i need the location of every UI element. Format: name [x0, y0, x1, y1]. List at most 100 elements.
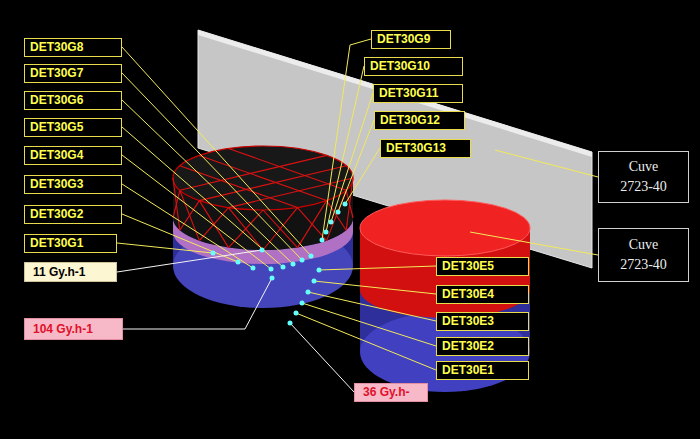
leader-line	[470, 232, 598, 255]
detector-label: DET30G13	[380, 139, 471, 158]
wire	[199, 201, 228, 248]
detector-point	[329, 220, 334, 225]
detector-label: DET30G11	[373, 84, 463, 103]
label-text: 104 Gy.h-1	[33, 322, 93, 337]
leader-line	[123, 278, 272, 329]
detector-label: DET30G6	[24, 91, 122, 110]
label-text: 36 Gy.h-	[363, 385, 409, 400]
detector-label: DET30G10	[364, 57, 463, 76]
detector-point	[306, 290, 311, 295]
label-text: DET30G9	[377, 32, 430, 47]
tank-top-face	[173, 146, 353, 210]
detector-label: DET30G3	[24, 175, 122, 194]
detector-point	[300, 258, 305, 263]
label-text: DET30E2	[442, 339, 494, 354]
leader-line	[495, 150, 598, 177]
detector-point	[236, 260, 241, 265]
leader-line	[319, 266, 436, 270]
detector-label: DET30G9	[371, 30, 451, 49]
detector-label: DET30E5	[436, 257, 529, 276]
detector-label: DET30E3	[436, 312, 529, 331]
tank-bottom-face	[360, 312, 530, 392]
tank-top-face	[360, 200, 530, 256]
leader-line	[117, 250, 262, 272]
label-text: DET30G2	[30, 207, 83, 222]
wire	[298, 201, 327, 248]
dose-rate-label: 36 Gy.h-	[354, 383, 428, 402]
tank-label: Cuve 2723-40	[598, 151, 689, 203]
label-text: DET30G4	[30, 148, 83, 163]
leader-lines	[117, 39, 598, 370]
leader-line	[122, 214, 238, 262]
leader-line	[308, 292, 436, 321]
leader-line	[296, 313, 436, 370]
leader-line	[290, 323, 354, 392]
label-text: DET30G6	[30, 93, 83, 108]
detector-point	[269, 267, 274, 272]
wire	[173, 178, 180, 230]
label-text: Cuve 2723-40	[599, 157, 688, 197]
detector-label: DET30G8	[24, 38, 122, 57]
detector-label: DET30E4	[436, 285, 529, 304]
detector-label: DET30G5	[24, 118, 122, 137]
leader-line	[326, 66, 364, 232]
detector-point	[291, 262, 296, 267]
wire	[199, 155, 326, 200]
leader-line	[302, 303, 436, 346]
leader-line	[331, 93, 373, 222]
detector-label: DET30E2	[436, 337, 529, 356]
detector-point	[281, 265, 286, 270]
label-text: 11 Gy.h-1	[33, 265, 85, 280]
leader-line	[122, 184, 253, 268]
detector-point	[288, 321, 293, 326]
wire	[180, 190, 200, 240]
detector-point	[270, 276, 275, 281]
wire	[180, 155, 327, 190]
detector-point	[294, 311, 299, 316]
label-text: Cuve 2723-40	[599, 235, 688, 275]
wire	[263, 210, 298, 248]
detector-label: DET30E1	[436, 361, 529, 380]
detector-point	[211, 251, 216, 256]
label-text: DET30G8	[30, 40, 83, 55]
label-text: DET30G7	[30, 66, 83, 81]
detector-point	[320, 238, 325, 243]
label-text: DET30G13	[386, 141, 446, 156]
leader-line	[117, 243, 213, 253]
wall-slab-edge	[198, 30, 592, 157]
label-text: DET30G1	[30, 236, 83, 251]
detector-point	[343, 202, 348, 207]
detector-point	[312, 279, 317, 284]
detector-label: DET30G7	[24, 64, 122, 83]
label-text: DET30G5	[30, 120, 83, 135]
detector-point	[260, 248, 265, 253]
detector-point	[324, 230, 329, 235]
wire	[263, 208, 298, 250]
leader-line	[122, 73, 302, 260]
detector-points	[211, 202, 348, 326]
label-text: DET30E4	[442, 287, 494, 302]
label-text: DET30G3	[30, 177, 83, 192]
detector-point	[300, 301, 305, 306]
dose-leader-lines	[117, 250, 354, 392]
label-text: DET30G12	[380, 113, 440, 128]
detector-label: DET30G1	[24, 234, 117, 253]
leader-line	[314, 281, 436, 294]
label-text: DET30G10	[370, 59, 430, 74]
label-text: DET30E1	[442, 363, 494, 378]
detector-point	[309, 254, 314, 259]
detector-point	[317, 268, 322, 273]
detector-label: DET30G2	[24, 205, 122, 224]
label-text: DET30G11	[379, 86, 438, 101]
detector-label: DET30G12	[374, 111, 465, 130]
tank-label: Cuve 2723-40	[598, 228, 689, 282]
label-text: DET30E5	[442, 259, 494, 274]
detector-point	[251, 266, 256, 271]
detector-label: DET30G4	[24, 146, 122, 165]
dose-rate-label: 11 Gy.h-1	[24, 262, 117, 282]
detector-point	[336, 210, 341, 215]
label-text: DET30E3	[442, 314, 494, 329]
dose-rate-label: 104 Gy.h-1	[24, 318, 123, 340]
leader-line	[345, 148, 380, 204]
